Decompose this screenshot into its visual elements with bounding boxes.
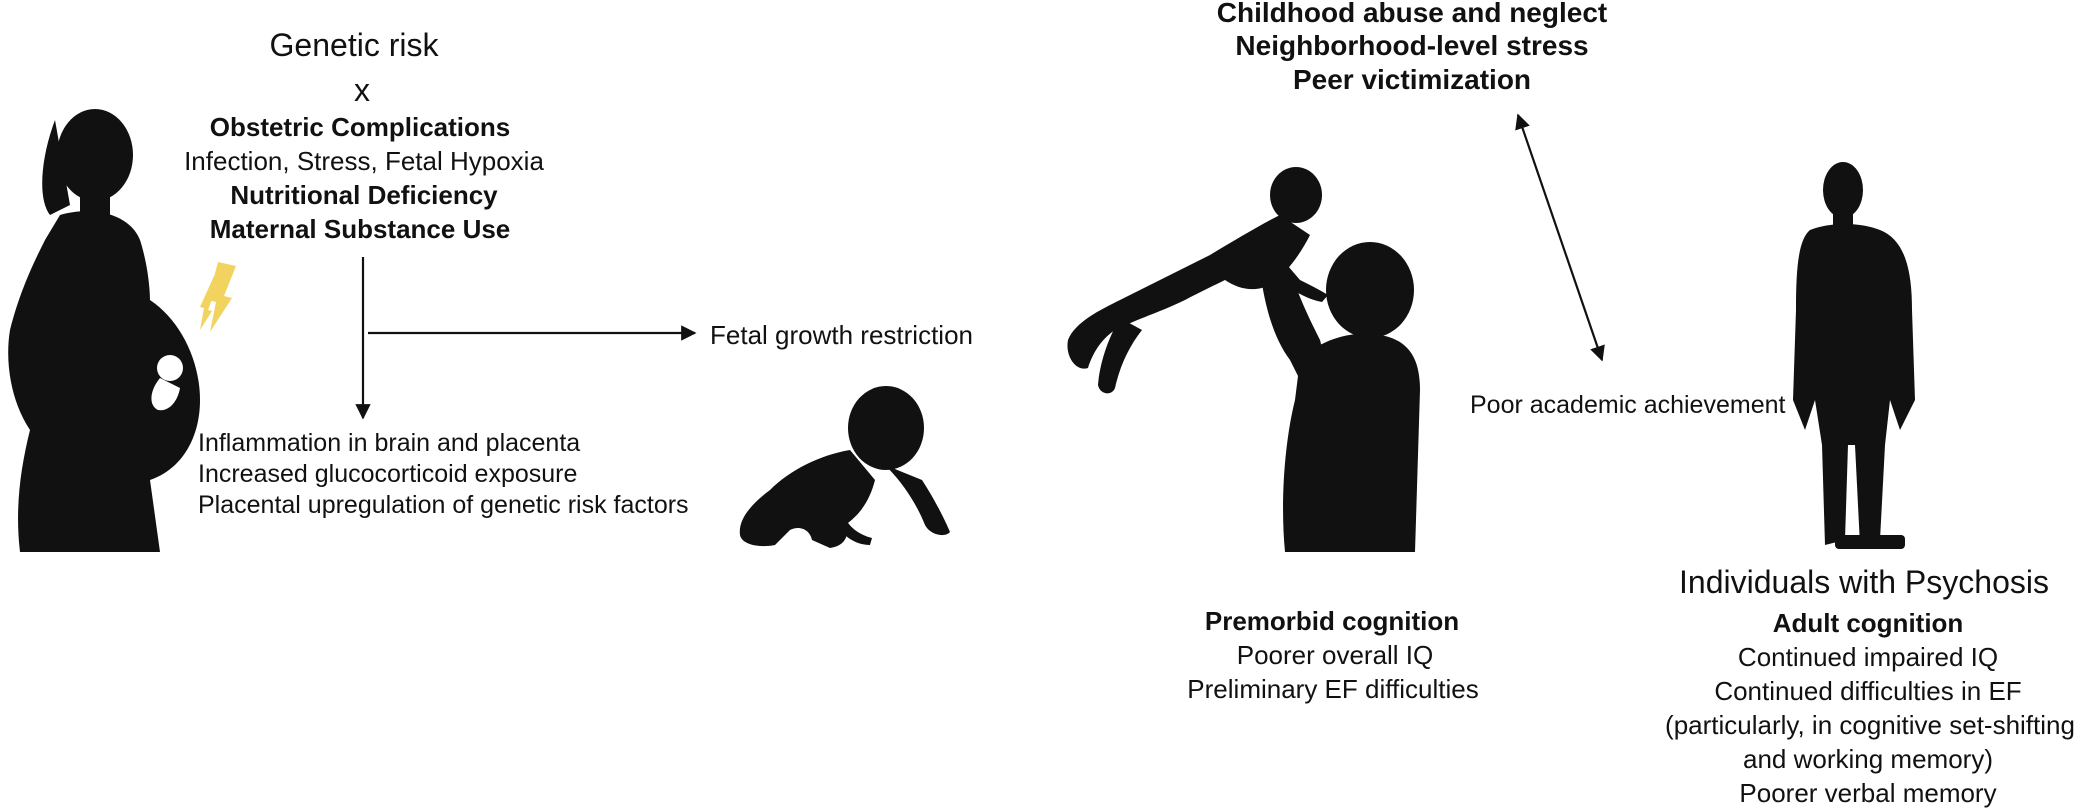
fetus-silhouette [151, 355, 183, 411]
individuals-with-psychosis-heading: Individuals with Psychosis [1679, 564, 2049, 600]
obstetric-complications-heading: Obstetric Complications [209, 112, 511, 142]
premorbid-cognition-heading: Premorbid cognition [1204, 606, 1460, 636]
multiplication-symbol: x [354, 72, 370, 108]
obstetric-complications-items: Infection, Stress, Fetal Hypoxia [184, 146, 544, 176]
premorbid-item: Poorer overall IQ [1236, 640, 1434, 670]
mechanism-item: Placental upregulation of genetic risk f… [198, 491, 689, 519]
premorbid-item: Preliminary EF difficulties [1187, 674, 1479, 704]
adult-cognition-heading: Adult cognition [1772, 608, 1964, 638]
adult-man-silhouette [1793, 162, 1915, 549]
mechanism-item: Increased glucocorticoid exposure [198, 460, 578, 488]
bidirectional-arrow-stress-academic [1515, 113, 1605, 362]
stressor-item: Childhood abuse and neglect [1216, 0, 1608, 28]
genetic-risk-label: Genetic risk [269, 27, 439, 63]
parent-lifting-child-silhouette [1067, 167, 1420, 552]
lightning-bolt-icon [200, 262, 236, 332]
mechanism-item: Inflammation in brain and placenta [198, 429, 581, 457]
nutritional-deficiency-label: Nutritional Deficiency [230, 180, 498, 210]
poor-academic-achievement-label: Poor academic achievement [1470, 391, 1786, 419]
stressor-item: Neighborhood-level stress [1235, 30, 1589, 61]
fetal-growth-restriction-label: Fetal growth restriction [710, 320, 973, 350]
stressor-item: Peer victimization [1292, 64, 1532, 95]
adult-cognition-item: Poorer verbal memory [1739, 778, 1997, 808]
adult-cognition-item: Continued impaired IQ [1737, 642, 1999, 672]
adult-cognition-item: Continued difficulties in EF [1714, 676, 2022, 706]
crawling-baby-silhouette [739, 386, 950, 548]
adult-cognition-item: and working memory) [1743, 744, 1993, 774]
maternal-substance-use-label: Maternal Substance Use [209, 214, 511, 244]
adult-cognition-item: (particularly, in cognitive set-shifting [1665, 710, 2075, 740]
pregnant-woman-silhouette [8, 109, 201, 552]
